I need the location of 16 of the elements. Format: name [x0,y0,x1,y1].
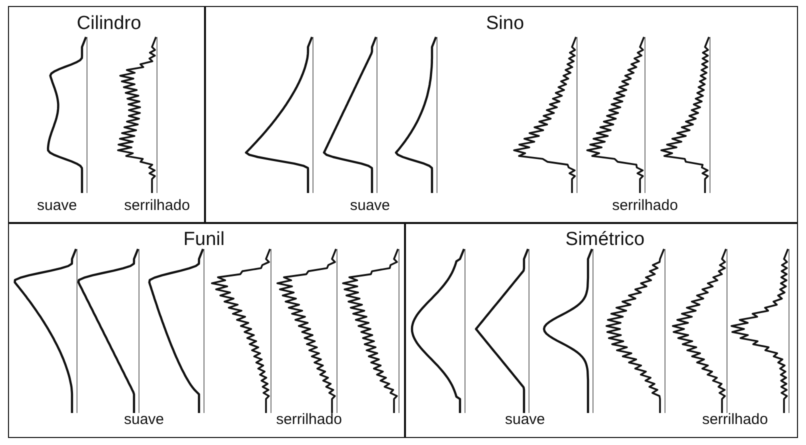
panel-title: Simétrico [565,229,645,251]
curve-label: suave [504,411,546,428]
curve-label: serrilhado [702,411,768,428]
log-shape-panel [8,222,406,438]
curve-label: serrilhado [612,197,678,214]
panel-title: Funil [183,229,225,251]
curve-label: suave [350,197,390,214]
panel-title: Cilindro [76,13,142,35]
log-shape-panel [204,6,798,224]
log-shape-panel [404,222,798,438]
curve-label: serrilhado [276,411,342,428]
curve-label: serrilhado [124,197,190,214]
curve-label: suave [124,411,164,428]
panel-title: Sino [486,13,524,35]
curve-label: suave [36,197,78,214]
log-shape-panel [8,6,206,224]
